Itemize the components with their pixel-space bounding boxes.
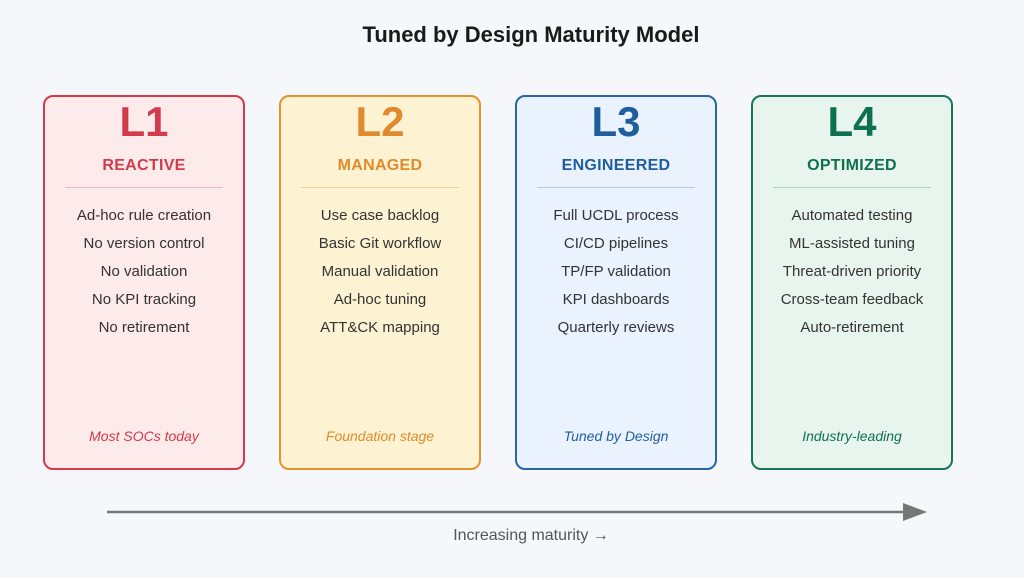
practice-item: ML-assisted tuning: [789, 235, 915, 252]
level-card-l4: L4 OPTIMIZED Automated testing ML-assist…: [751, 95, 953, 470]
practice-item: No version control: [83, 235, 205, 252]
level-card-l3: L3 ENGINEERED Full UCDL process CI/CD pi…: [515, 95, 717, 470]
practice-list: Full UCDL process CI/CD pipelines TP/FP …: [517, 202, 715, 342]
practice-item: Use case backlog: [320, 207, 440, 224]
level-label: L1: [119, 98, 169, 145]
practice-item: Full UCDL process: [553, 207, 679, 224]
practice-item: No validation: [100, 263, 188, 280]
practice-item: No KPI tracking: [91, 291, 197, 308]
level-label: L3: [591, 98, 641, 145]
stage-footer: Industry-leading: [802, 428, 902, 444]
practice-item: Ad-hoc tuning: [333, 291, 427, 308]
arrow-head: [903, 503, 927, 521]
stage-footer: Most SOCs today: [89, 428, 199, 444]
level-label: L2: [355, 98, 405, 145]
practice-list: Ad-hoc rule creation No version control …: [45, 202, 243, 342]
stage-name: REACTIVE: [102, 157, 186, 174]
practice-item: TP/FP validation: [561, 263, 671, 280]
practice-item: Manual validation: [321, 263, 439, 280]
stage-name: ENGINEERED: [561, 157, 671, 174]
practice-item: No retirement: [98, 319, 190, 336]
axis-label: Increasing maturity →: [453, 527, 609, 544]
practice-item: Automated testing: [791, 207, 913, 224]
practice-item: Auto-retirement: [800, 319, 904, 336]
practice-item: Quarterly reviews: [557, 319, 675, 336]
practice-item: ATT&CK mapping: [320, 319, 440, 336]
card-divider: [537, 187, 695, 188]
maturity-arrow: [107, 503, 927, 521]
practice-item: CI/CD pipelines: [563, 235, 669, 252]
practice-item: Cross-team feedback: [780, 291, 924, 308]
stage-footer: Tuned by Design: [563, 428, 669, 444]
card-divider: [301, 187, 459, 188]
practice-item: KPI dashboards: [562, 291, 670, 308]
stage-name: MANAGED: [337, 157, 423, 174]
practice-list: Use case backlog Basic Git workflow Manu…: [281, 202, 479, 342]
stage-footer: Foundation stage: [325, 428, 435, 444]
card-divider: [65, 187, 223, 188]
diagram-title: Tuned by Design Maturity Model: [362, 22, 700, 47]
card-divider: [773, 187, 931, 188]
level-card-l2: L2 MANAGED Use case backlog Basic Git wo…: [279, 95, 481, 470]
practice-list: Automated testing ML-assisted tuning Thr…: [753, 202, 951, 342]
practice-item: Threat-driven priority: [782, 263, 922, 280]
level-card-l1: L1 REACTIVE Ad-hoc rule creation No vers…: [43, 95, 245, 470]
practice-item: Basic Git workflow: [318, 235, 442, 252]
level-label: L4: [827, 98, 877, 145]
practice-item: Ad-hoc rule creation: [76, 207, 212, 224]
stage-name: OPTIMIZED: [807, 157, 897, 174]
